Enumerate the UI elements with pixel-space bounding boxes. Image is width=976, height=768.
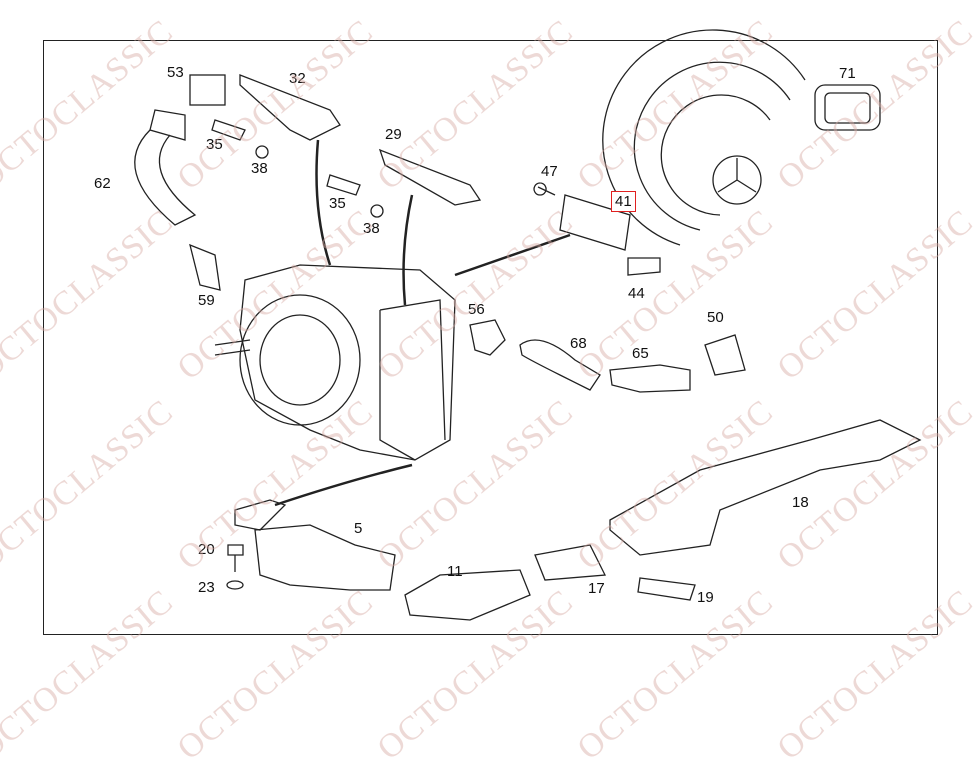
diagram-frame bbox=[43, 40, 938, 635]
part-label-47: 47 bbox=[541, 163, 558, 180]
part-label-20: 20 bbox=[198, 541, 215, 558]
part-label-41-highlighted[interactable]: 41 bbox=[611, 191, 636, 212]
parts-illustration bbox=[134, 29, 922, 621]
heater-box-illustration bbox=[214, 264, 456, 461]
part-label-11: 11 bbox=[447, 563, 463, 580]
part-label-56: 56 bbox=[468, 301, 485, 318]
part-label-38: 38 bbox=[251, 160, 268, 177]
part-label-23: 23 bbox=[198, 579, 215, 596]
part-label-59: 59 bbox=[198, 292, 215, 309]
part-label-5: 5 bbox=[354, 520, 363, 537]
part-label-71: 71 bbox=[839, 65, 856, 82]
assembly-arrows bbox=[274, 139, 571, 507]
part-label-32: 32 bbox=[289, 70, 306, 87]
part-label-53: 53 bbox=[167, 64, 184, 81]
part-label-65: 65 bbox=[632, 345, 649, 362]
part-label-62: 62 bbox=[94, 175, 111, 192]
steering-wheel-illustration bbox=[602, 29, 881, 246]
part-label-38: 38 bbox=[363, 220, 380, 237]
part-label-18: 18 bbox=[792, 494, 809, 511]
part-label-17: 17 bbox=[588, 580, 605, 597]
part-label-44: 44 bbox=[628, 285, 645, 302]
part-label-35: 35 bbox=[329, 195, 346, 212]
part-label-19: 19 bbox=[697, 589, 714, 606]
component-parts bbox=[134, 74, 922, 621]
part-label-35: 35 bbox=[206, 136, 223, 153]
part-label-68: 68 bbox=[570, 335, 587, 352]
part-label-29: 29 bbox=[385, 126, 402, 143]
part-label-50: 50 bbox=[707, 309, 724, 326]
